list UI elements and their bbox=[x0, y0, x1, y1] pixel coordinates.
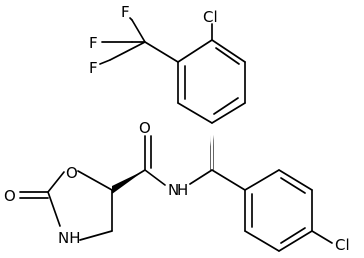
atom-f-2: F bbox=[89, 34, 98, 52]
atom-o-ring: O bbox=[66, 164, 78, 182]
atom-o-ring-carbonyl: O bbox=[4, 187, 16, 205]
bond-ch-lower-ring bbox=[211, 169, 246, 191]
atom-f-3: F bbox=[89, 59, 98, 77]
bond-ch-nh bbox=[189, 169, 213, 185]
oxazolidinone-ring bbox=[47, 170, 113, 241]
trifluoromethyl-group bbox=[109, 19, 179, 63]
hashed-wedge-bond bbox=[208, 123, 216, 170]
amide-carbonyl bbox=[111, 135, 166, 191]
atom-cl-bottom: Cl bbox=[335, 236, 350, 254]
bond-c-f-1 bbox=[129, 17, 133, 21]
solid-wedge-bond bbox=[112, 170, 145, 194]
bond-c-f-3 bbox=[99, 59, 111, 65]
atom-cl-top: Cl bbox=[203, 8, 218, 26]
atom-o-amide-carbonyl: O bbox=[139, 119, 151, 137]
atom-f-1: F bbox=[121, 3, 130, 21]
atom-h-amide: H bbox=[177, 181, 188, 199]
upper-benzene-ring bbox=[177, 39, 246, 124]
lower-benzene-ring bbox=[244, 169, 313, 252]
bond-c-cl-bottom bbox=[311, 230, 333, 244]
atom-nh-ring: NH bbox=[58, 229, 81, 247]
atom-n-amide: N bbox=[168, 181, 179, 199]
